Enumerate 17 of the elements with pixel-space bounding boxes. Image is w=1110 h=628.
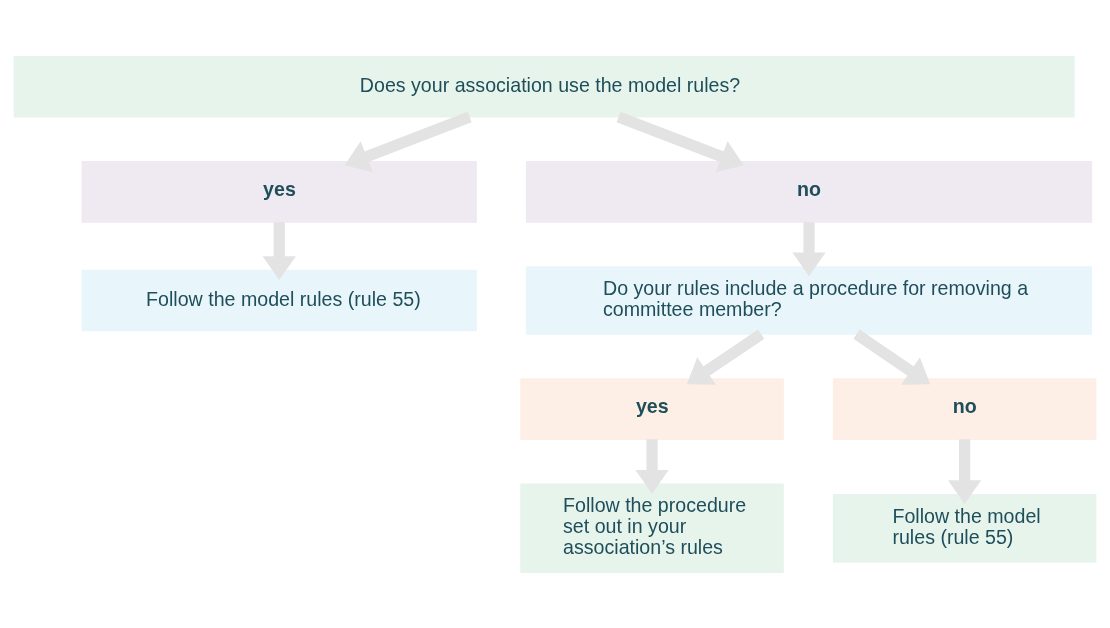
node-box: Does your association use the model rules?: [13, 55, 1075, 118]
node-box: Follow the model rules (rule 55): [81, 269, 477, 331]
node-box: yes: [81, 160, 477, 223]
arrow: [686, 329, 765, 385]
node-box: no: [525, 160, 1093, 223]
arrow: [635, 438, 669, 494]
node-box: Follow the procedure set out in your association’s rules: [520, 482, 784, 573]
arrow: [344, 111, 472, 172]
node-box: Do your rules include a procedure for removing a committee member?: [525, 265, 1093, 335]
arrow: [947, 438, 982, 504]
node-box: Follow the model rules (rule 55): [832, 493, 1097, 563]
node-box: no: [832, 377, 1097, 440]
arrow: [853, 329, 931, 385]
arrow: [792, 221, 826, 276]
arrow: [262, 221, 296, 280]
arrow: [616, 111, 744, 172]
node-box: yes: [520, 377, 784, 440]
